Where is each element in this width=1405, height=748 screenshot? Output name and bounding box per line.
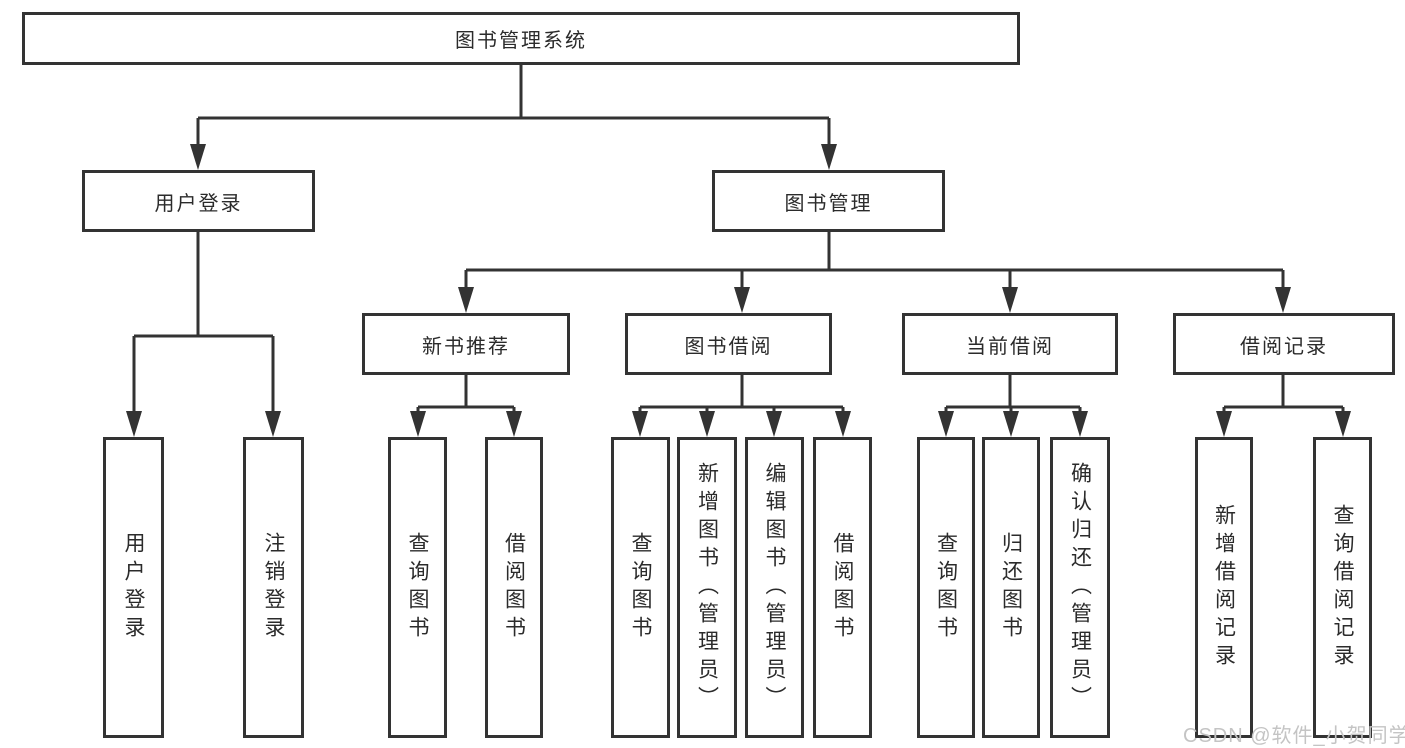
- leaf-logout: 注销登录: [243, 437, 304, 738]
- leaf-confirm-return-admin: 确认归还（管理员）: [1050, 437, 1110, 738]
- leaf-user-login: 用户登录: [103, 437, 164, 738]
- leaf-query-books-borrow: 查询图书: [611, 437, 670, 738]
- leaf-query-books-recommend: 查询图书: [388, 437, 447, 738]
- leaf-query-books-current: 查询图书: [917, 437, 975, 738]
- section-new-book-recommendation: 新书推荐: [362, 313, 570, 375]
- leaf-query-borrow-record: 查询借阅记录: [1313, 437, 1372, 738]
- section-borrowing-records: 借阅记录: [1173, 313, 1395, 375]
- leaf-return-books: 归还图书: [982, 437, 1040, 738]
- csdn-watermark: CSDN @软件_小贺同学: [1183, 725, 1405, 747]
- leaf-add-books-admin: 新增图书（管理员）: [677, 437, 737, 738]
- root-node-book-management-system: 图书管理系统: [22, 12, 1020, 65]
- leaf-add-borrow-record: 新增借阅记录: [1195, 437, 1253, 738]
- section-book-borrowing: 图书借阅: [625, 313, 832, 375]
- section-current-borrowing: 当前借阅: [902, 313, 1118, 375]
- branch-book-management: 图书管理: [712, 170, 945, 232]
- leaf-borrow-books-recommend: 借阅图书: [485, 437, 543, 738]
- leaf-edit-books-admin: 编辑图书（管理员）: [745, 437, 804, 738]
- leaf-borrow-books: 借阅图书: [813, 437, 872, 738]
- branch-user-login: 用户登录: [82, 170, 315, 232]
